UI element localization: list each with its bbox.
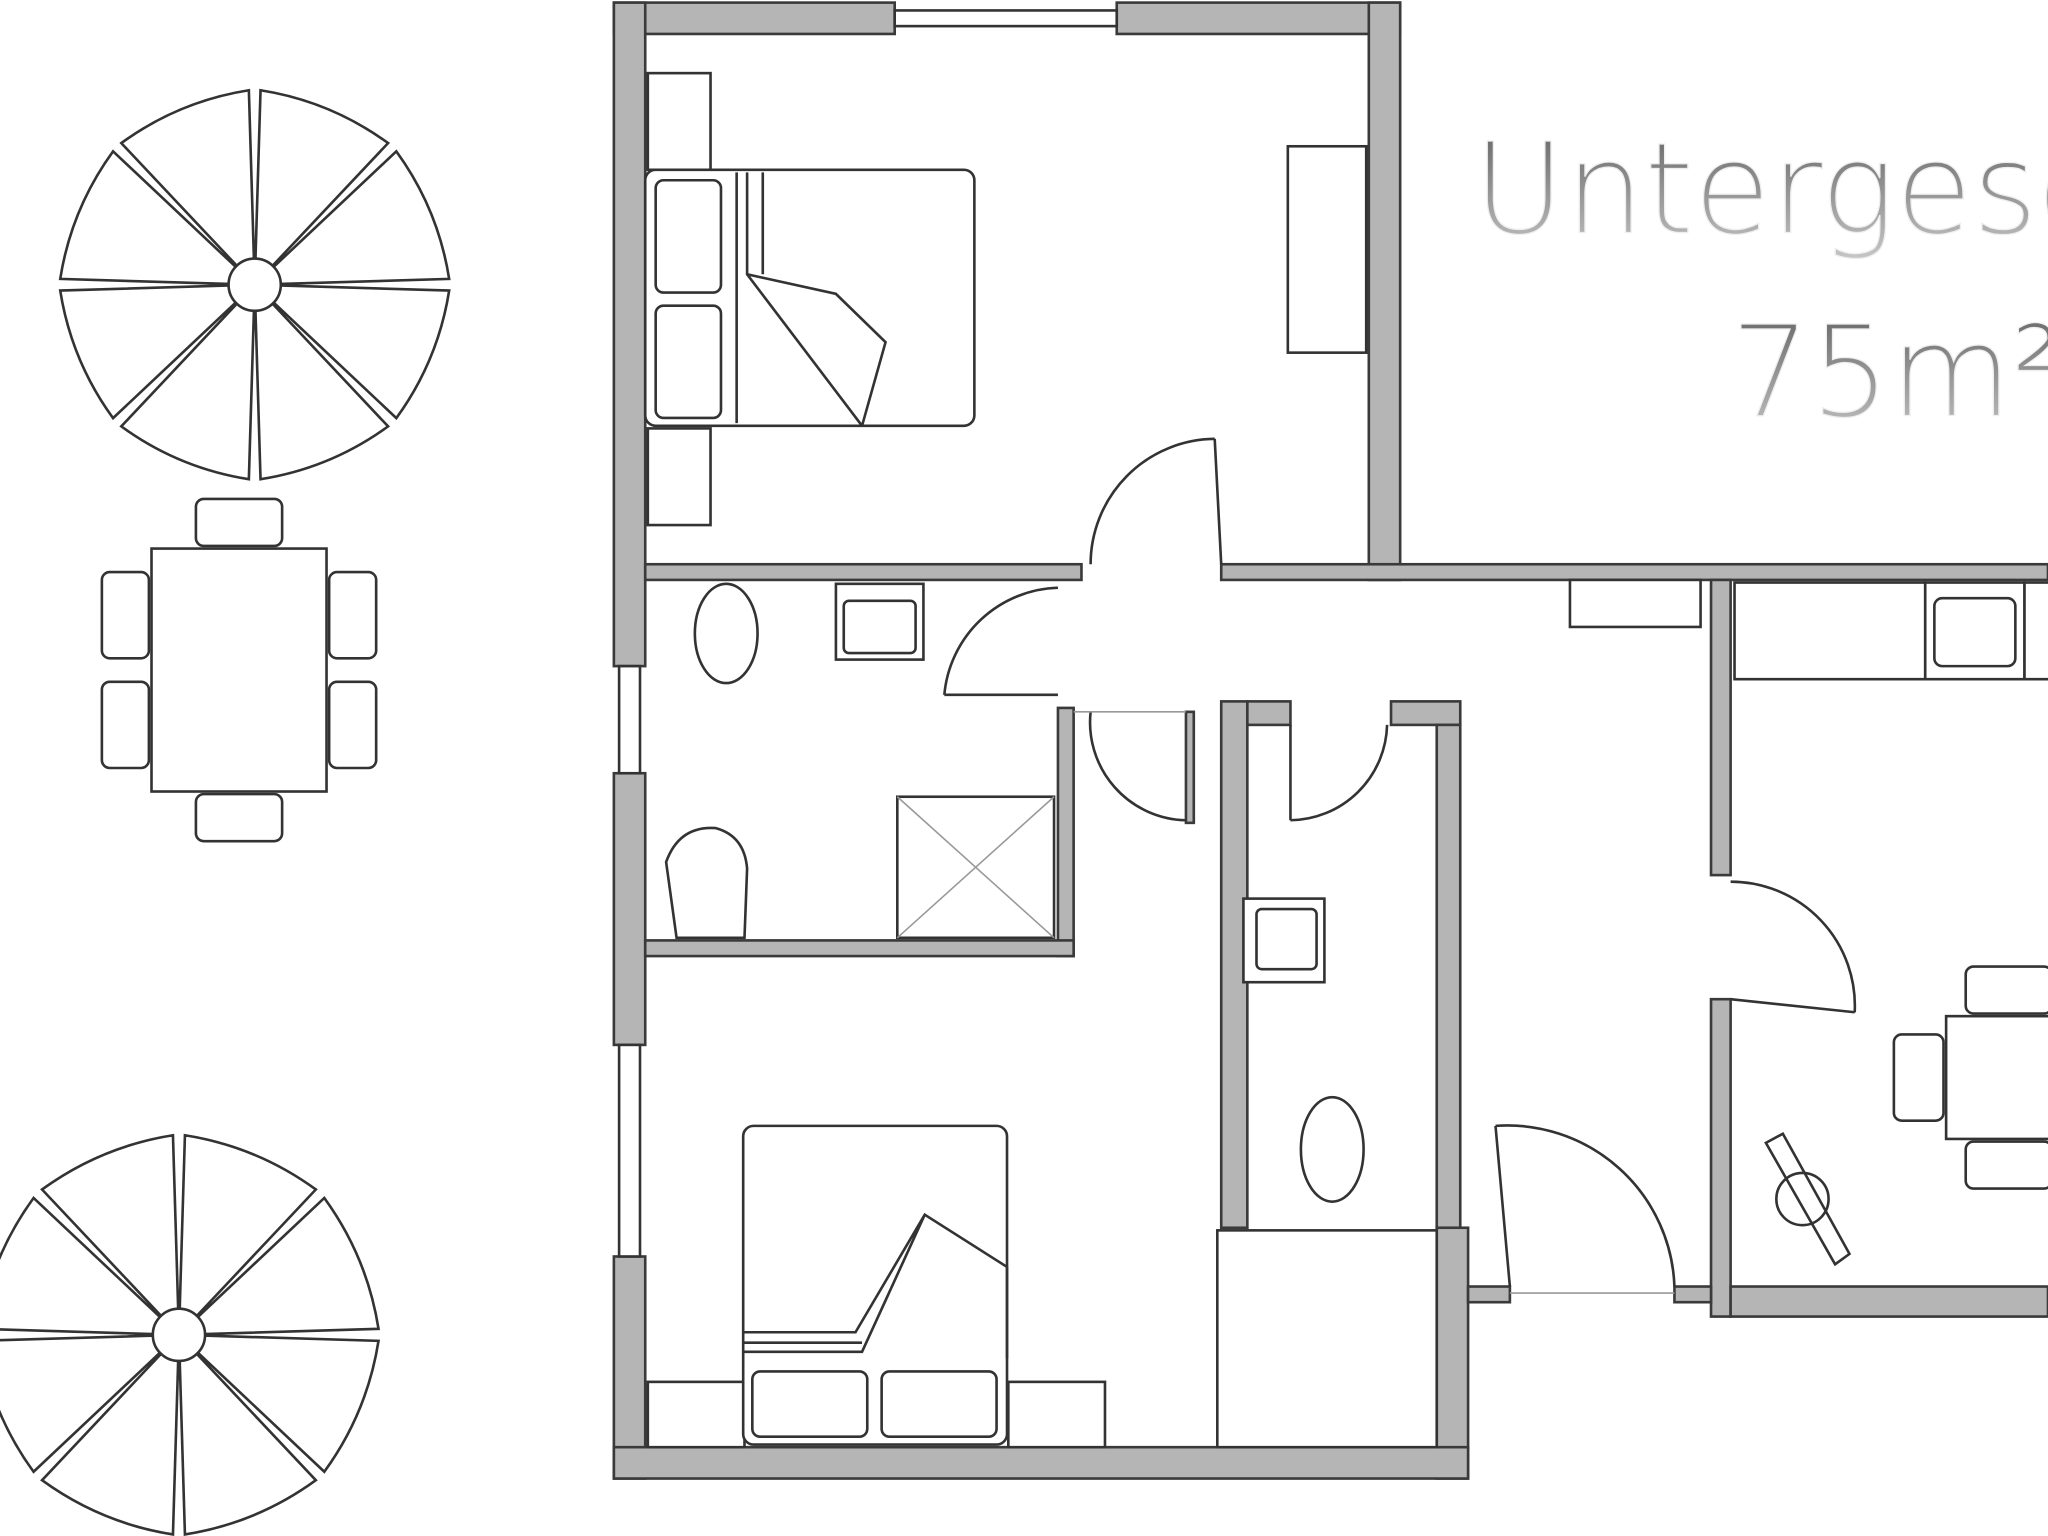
bed-icon <box>646 1124 1107 1449</box>
walls <box>612 1 2048 1480</box>
toilet-icon <box>1299 1095 1365 1203</box>
storage <box>1216 1229 1439 1449</box>
plan-area: 75m² <box>1731 299 2048 445</box>
umbrella-icon <box>58 88 451 481</box>
door-icon <box>943 437 1857 1294</box>
plan-title: Untergesc <box>1473 116 2048 262</box>
desk-chair-icon <box>1764 965 2048 1267</box>
toilet-icon <box>693 582 759 685</box>
bed-icon <box>643 71 1368 527</box>
stove-icon <box>2023 581 2048 681</box>
toilet-icon <box>664 826 749 940</box>
umbrella-icon <box>0 1133 381 1536</box>
window-icon <box>617 9 1119 1258</box>
dining-table-icon <box>100 497 378 843</box>
